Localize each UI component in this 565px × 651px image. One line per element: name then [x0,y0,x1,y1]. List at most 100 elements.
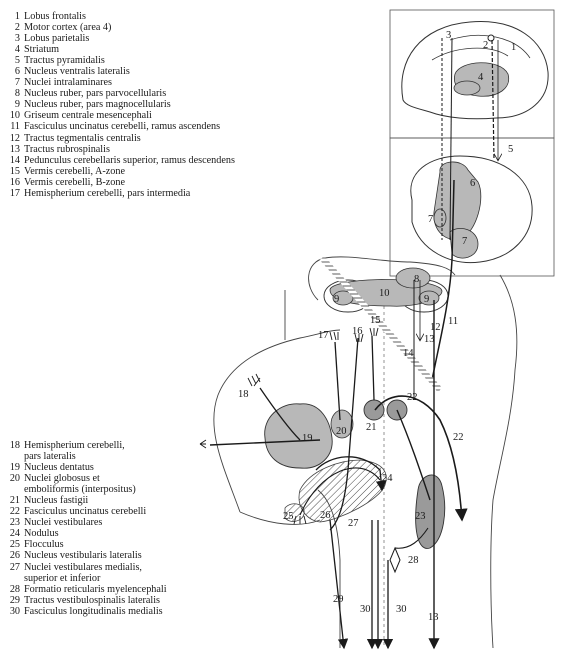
label-25: 25 [283,511,294,522]
legend-number: 23 [9,517,20,529]
legend-number [4,573,20,584]
cortex-panel [389,9,555,139]
legend-number: 9 [14,99,20,111]
label-23: 23 [415,511,426,522]
fastigial-vestibular [396,409,431,501]
red-nucleus-magnocellular-left [332,290,354,306]
legend-entry: 30 Fasciculus longitudinalis medialis [4,606,167,617]
label-7b: 7 [462,236,467,247]
legend-text: Tractus rubrospinalis [24,143,110,155]
intermedia-cell-icon [329,331,339,341]
legend-text: Nodulus [24,528,59,540]
legend-text: Vermis cerebelli, B-zone [24,176,125,188]
legend-number [4,484,20,495]
cortical-projection-2 [449,37,453,241]
thalamus-frame [389,137,555,277]
label-18: 18 [238,389,249,400]
label-6: 6 [470,178,475,189]
vestibulospinal-lateral [329,519,349,650]
legend-text: Tractus pyramidalis [24,55,105,67]
legend-number: 24 [9,528,20,540]
label-9a: 9 [334,294,339,305]
superior-peduncle-descending [319,256,443,392]
nodulus-shape [298,459,387,523]
lateral-to-dentate [259,387,301,441]
label-7a: 7 [428,214,433,225]
label-22b: 22 [453,432,464,443]
legend-number: 12 [9,132,20,144]
interpositus-shape [330,409,354,439]
vestibular-nuclei-shape [415,474,446,549]
cortex-gyrus-line [449,34,531,59]
legend-number: 11 [10,121,20,133]
legend-entry: pars lateralis [4,451,167,462]
legend-text: Nucleus dentatus [24,462,94,474]
legend-number: 17 [9,187,20,199]
label-11: 11 [448,316,458,327]
legend-number: 21 [9,495,20,507]
label-10: 10 [379,288,390,299]
legend-number: 22 [9,506,20,518]
pyramidal-tract-upper [491,39,495,161]
legend-number: 19 [9,462,20,474]
legend-number: 28 [9,583,20,595]
flocculus-projection [299,467,381,516]
label-26: 26 [320,510,331,521]
brainstem-outline [213,256,518,649]
flocculus-shape [284,503,305,522]
legend-entry: superior et inferior [4,573,167,584]
red-nucleus-parvocellular [395,267,431,289]
legend-number: 30 [9,605,20,617]
legend-number: 7 [14,77,20,89]
label-14: 14 [403,348,414,359]
label-8: 8 [414,274,419,285]
uncinate-ascending [431,179,455,381]
motor-cortex-neuron [487,34,495,42]
legend-text: Lobus frontalis [24,11,86,22]
label-2: 2 [483,40,488,51]
label-29: 29 [333,594,344,605]
legend-number: 6 [14,66,20,78]
legend-number: 1 [14,11,20,22]
legend-number: 15 [9,165,20,177]
legend-number: 3 [14,33,20,45]
legend-text: Pedunculus cerebellaris superior, ramus … [24,154,235,166]
legend-text: Fasciculus longitudinalis medialis [24,605,163,617]
cortex-cell-markers [199,327,379,525]
legend-number: 18 [9,440,20,451]
intermedia-to-interpositus [334,341,341,421]
label-15: 15 [370,315,381,326]
label-28: 28 [408,555,419,566]
vestibular-reticular [394,527,429,549]
legend-number [4,451,20,462]
diagram-labels: 1 2 3 4 5 6 7 7 8 9 9 10 11 12 13 13 14 … [238,30,516,623]
legend-text: Nuclei globosus et [24,473,100,485]
legend-text: Formatio reticularis myelencephali [24,583,167,595]
brainstem-right-edge [490,274,518,649]
uncinate-fasciculus [374,395,468,522]
cortex-sulcus-line [431,47,509,61]
dentate-cortex-cell-icon [199,439,207,449]
label-19: 19 [302,433,313,444]
thalamic-shape [453,80,481,96]
legend-text: Nucleus ruber, pars magnocellularis [24,99,171,111]
legend-number: 2 [14,22,20,34]
legend-entry: 28 Formatio reticularis myelencephali [4,584,167,595]
legend-entry: 24 Nodulus [4,528,167,539]
cerebellum-left-edge [213,329,341,513]
